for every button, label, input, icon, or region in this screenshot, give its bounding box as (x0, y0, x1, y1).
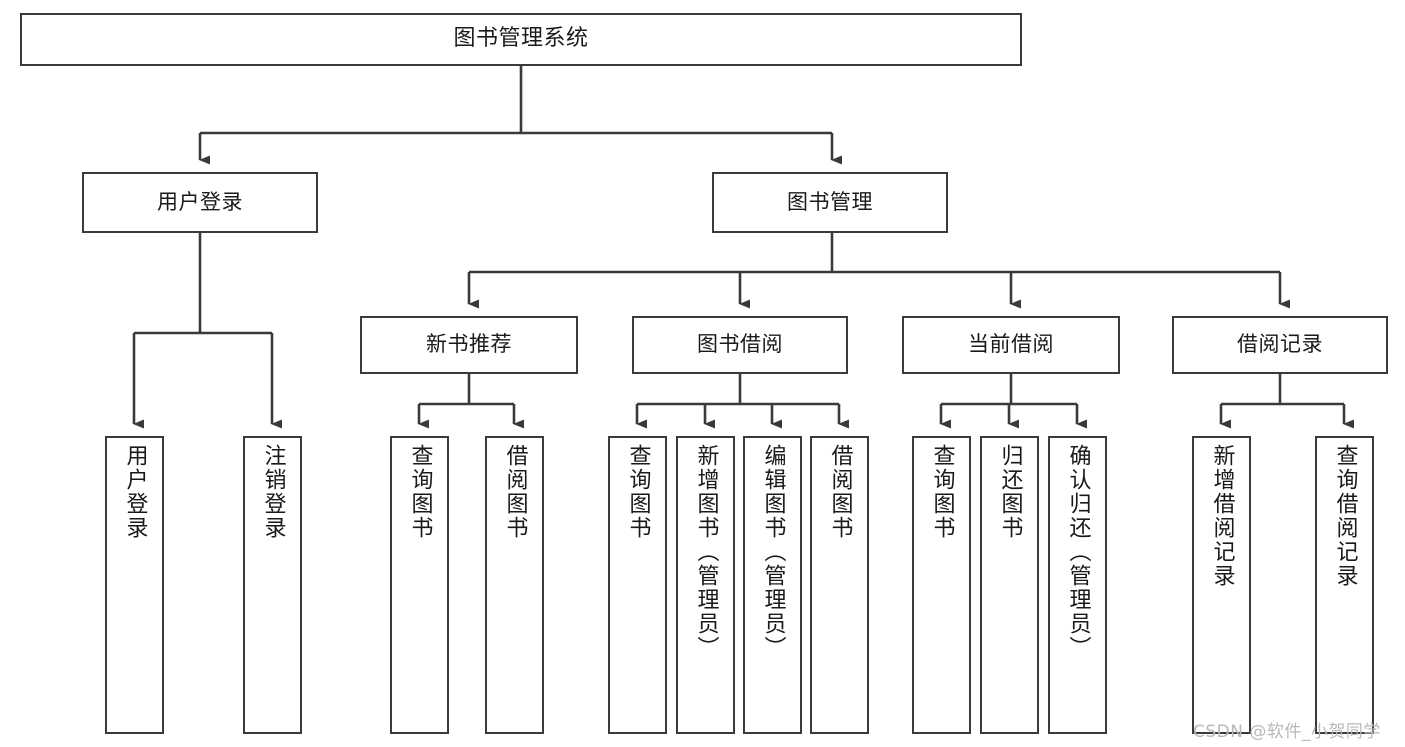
node-label: 新书推荐 (426, 332, 512, 357)
node-user-login[interactable]: 用户登录 (82, 172, 318, 233)
node-label: 用户登录 (122, 444, 148, 540)
node-label: 查询借阅记录 (1332, 444, 1358, 588)
node-leaf-currentborrow-confirm-return-admin[interactable]: 确认归还（管理员） (1048, 436, 1107, 734)
node-book-management[interactable]: 图书管理 (712, 172, 948, 233)
node-label: 查询图书 (625, 444, 651, 540)
node-leaf-currentborrow-query-book[interactable]: 查询图书 (912, 436, 971, 734)
node-label: 借阅图书 (827, 444, 853, 540)
node-label: 查询图书 (407, 444, 433, 540)
node-label: 图书管理 (787, 189, 873, 214)
node-root-book-management-system[interactable]: 图书管理系统 (20, 13, 1022, 66)
node-current-borrow[interactable]: 当前借阅 (902, 316, 1120, 374)
csdn-watermark: CSDN @软件_小贺同学 (1193, 722, 1381, 742)
node-label: 归还图书 (997, 444, 1023, 540)
node-label: 新增图书（管理员） (693, 444, 719, 660)
node-leaf-newbook-borrow-book[interactable]: 借阅图书 (485, 436, 544, 734)
node-leaf-borrowrecord-query-record[interactable]: 查询借阅记录 (1315, 436, 1374, 734)
node-label: 图书借阅 (697, 332, 783, 357)
node-label: 编辑图书（管理员） (760, 444, 786, 660)
node-label: 借阅记录 (1237, 332, 1323, 357)
node-leaf-currentborrow-return-book[interactable]: 归还图书 (980, 436, 1039, 734)
node-label: 注销登录 (260, 444, 286, 540)
node-new-book-recommend[interactable]: 新书推荐 (360, 316, 578, 374)
node-label: 新增借阅记录 (1209, 444, 1235, 588)
node-leaf-logout[interactable]: 注销登录 (243, 436, 302, 734)
node-leaf-bookborrow-edit-book-admin[interactable]: 编辑图书（管理员） (743, 436, 802, 734)
node-label: 查询图书 (929, 444, 955, 540)
node-leaf-bookborrow-borrow-book[interactable]: 借阅图书 (810, 436, 869, 734)
node-label: 确认归还（管理员） (1065, 444, 1091, 660)
node-book-borrow[interactable]: 图书借阅 (632, 316, 848, 374)
node-leaf-bookborrow-add-book-admin[interactable]: 新增图书（管理员） (676, 436, 735, 734)
node-label: 用户登录 (157, 189, 243, 214)
node-leaf-bookborrow-query-book[interactable]: 查询图书 (608, 436, 667, 734)
node-label: 借阅图书 (502, 444, 528, 540)
node-borrow-record[interactable]: 借阅记录 (1172, 316, 1388, 374)
node-leaf-user-login[interactable]: 用户登录 (105, 436, 164, 734)
node-label: 图书管理系统 (453, 26, 589, 52)
node-leaf-newbook-query-book[interactable]: 查询图书 (390, 436, 449, 734)
node-leaf-borrowrecord-add-record[interactable]: 新增借阅记录 (1192, 436, 1251, 734)
node-label: 当前借阅 (968, 332, 1054, 357)
